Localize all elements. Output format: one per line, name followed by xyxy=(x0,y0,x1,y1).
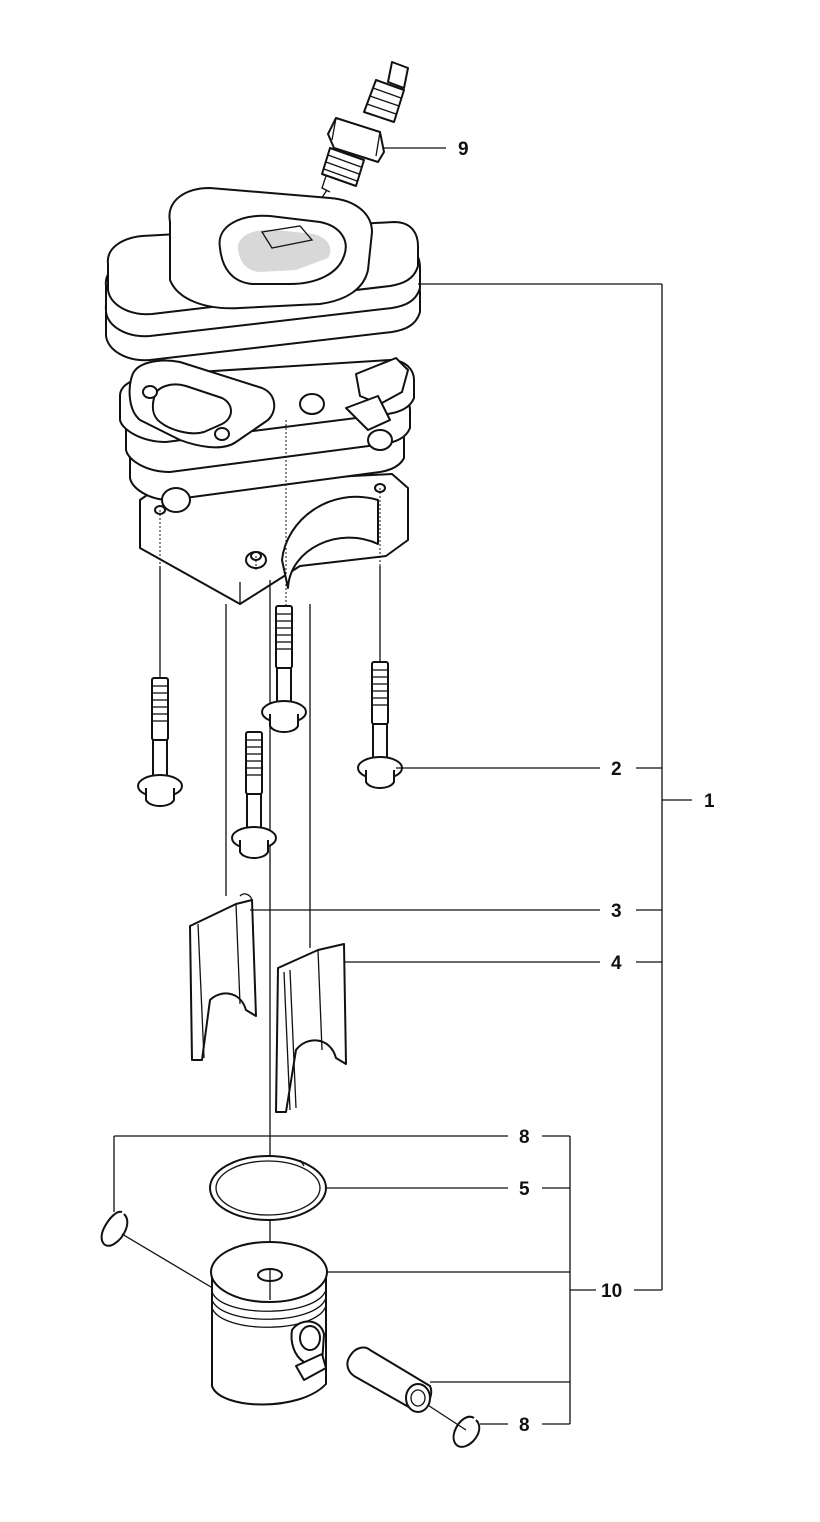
callout-3: 3 xyxy=(611,901,622,922)
callout-10: 10 xyxy=(601,1281,622,1302)
circlip-axis xyxy=(121,1233,217,1291)
bolt[interactable] xyxy=(261,605,307,733)
callout-4: 4 xyxy=(611,953,622,974)
bolt[interactable] xyxy=(231,731,277,859)
callout-2: 2 xyxy=(611,759,622,780)
callout-1: 1 xyxy=(704,791,715,812)
callout-9: 9 xyxy=(458,139,469,160)
bolt[interactable] xyxy=(357,661,403,789)
sleeve-3[interactable] xyxy=(189,893,257,1061)
spark-plug[interactable] xyxy=(321,61,409,193)
circlip-left[interactable] xyxy=(100,1210,129,1247)
piston-ring[interactable] xyxy=(209,1155,327,1221)
leader-lines xyxy=(113,147,692,1425)
bolt[interactable] xyxy=(137,677,183,807)
circlip-right[interactable] xyxy=(452,1415,481,1448)
piston[interactable] xyxy=(210,1241,328,1406)
callout-5: 5 xyxy=(519,1179,530,1200)
callout-8-bottom: 8 xyxy=(519,1415,530,1436)
sleeve-4[interactable] xyxy=(275,943,347,1113)
wrist-pin[interactable] xyxy=(346,1346,433,1413)
cylinder[interactable] xyxy=(104,187,421,605)
callout-8-top: 8 xyxy=(519,1127,530,1148)
